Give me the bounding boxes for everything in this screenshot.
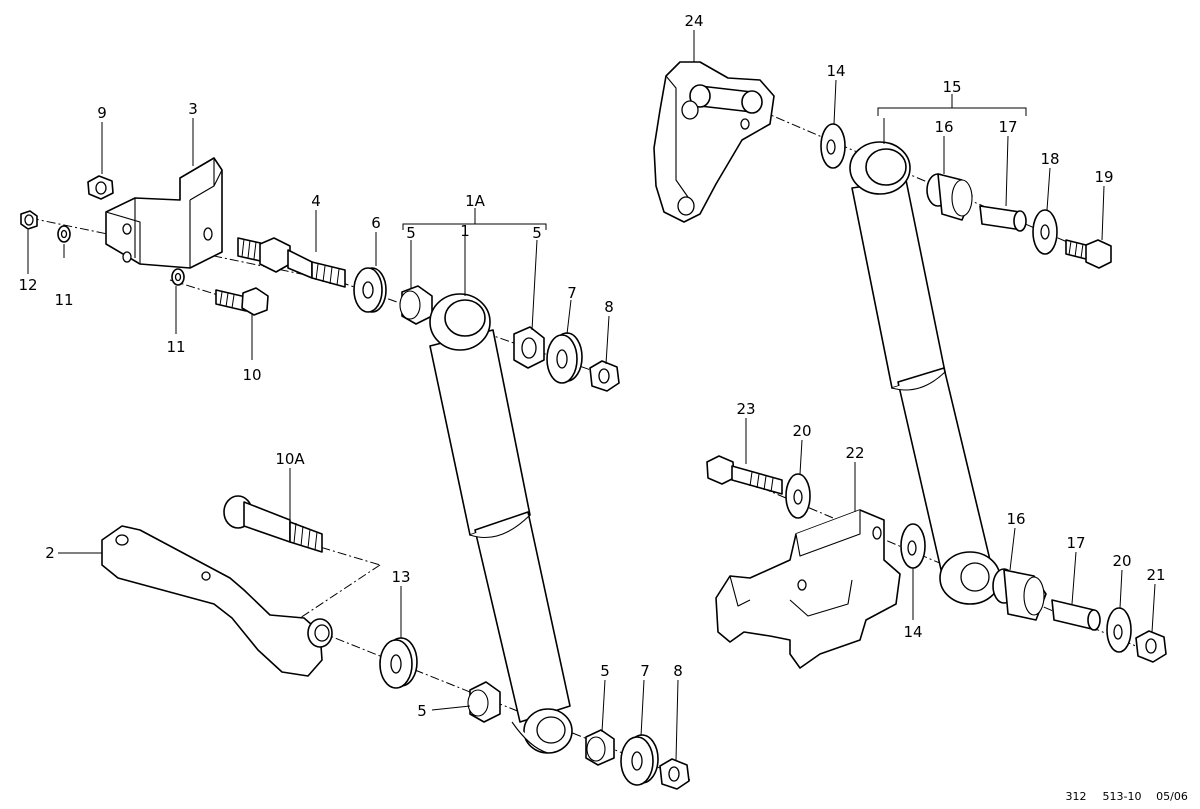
part-1-shock-absorber-left <box>429 293 573 754</box>
callout-24: 24 <box>684 12 703 30</box>
part-5-bush-lower-left <box>467 681 501 723</box>
part-16-bush-upper <box>926 173 973 221</box>
footer-date: 05/06 <box>1156 790 1188 803</box>
callout-4: 4 <box>311 192 321 210</box>
callout-20-upper: 20 <box>792 422 811 440</box>
callout-23: 23 <box>736 400 755 418</box>
callout-1A: 1A <box>465 192 486 210</box>
part-8-nut-upper <box>589 360 620 392</box>
callout-17-lower: 17 <box>1066 534 1085 552</box>
part-23-bolt <box>706 455 783 495</box>
part-20-washer-upper <box>785 473 811 519</box>
callout-16-lower: 16 <box>1006 510 1025 528</box>
callout-10A: 10A <box>275 450 305 468</box>
callout-8-lower: 8 <box>673 662 683 680</box>
callout-5-upper-left: 5 <box>406 224 416 242</box>
callout-5-upper-right: 5 <box>532 224 542 242</box>
callout-7-upper: 7 <box>567 284 577 302</box>
part-5-bush-lower-right <box>585 729 615 766</box>
leader-lines <box>27 30 1156 761</box>
part-9-nut <box>87 175 114 200</box>
callout-1: 1 <box>460 222 470 240</box>
part-19-bolt <box>1065 239 1112 269</box>
drawing-reference: 312 513-10 05/06 <box>1066 790 1188 803</box>
part-4-stud <box>237 237 346 288</box>
callout-8-upper: 8 <box>604 298 614 316</box>
footer-code-2: 513-10 <box>1103 790 1142 803</box>
callout-3: 3 <box>188 100 198 118</box>
part-13-washer <box>379 637 418 689</box>
part-21-nut <box>1135 630 1167 663</box>
callout-5-lower-left: 5 <box>417 702 427 720</box>
part-8-nut-lower <box>659 758 690 790</box>
part-16-bush-lower <box>992 568 1047 621</box>
part-24-bracket <box>653 61 775 223</box>
part-5-bush-upper-right <box>513 326 545 369</box>
callout-12: 12 <box>18 276 37 294</box>
callout-17-upper: 17 <box>998 118 1017 136</box>
part-20-washer-lower <box>1106 607 1132 653</box>
callout-6: 6 <box>371 214 381 232</box>
callout-10: 10 <box>242 366 261 384</box>
part-22-mounting-block <box>715 509 901 669</box>
callout-16-upper: 16 <box>934 118 953 136</box>
callout-19: 19 <box>1094 168 1113 186</box>
callout-7-lower: 7 <box>640 662 650 680</box>
part-shock-absorber-right <box>849 141 1001 605</box>
callout-11-middle: 11 <box>166 338 185 356</box>
part-14-washer-lower <box>900 523 926 569</box>
part-10-bolt <box>215 287 269 316</box>
part-14-washer-upper <box>820 123 846 169</box>
part-7-washer-upper <box>546 332 583 384</box>
callout-11-left: 11 <box>54 291 73 309</box>
part-11-washer-left <box>57 225 71 243</box>
part-17-sleeve-upper <box>979 205 1027 232</box>
part-2-lever-arm <box>101 525 333 677</box>
part-7-washer-lower <box>620 734 659 786</box>
part-11-washer-middle <box>171 268 185 286</box>
callout-20-lower: 20 <box>1112 552 1131 570</box>
part-6-washer <box>353 267 387 313</box>
callout-14-lower: 14 <box>903 623 922 641</box>
part-18-washer <box>1032 209 1058 255</box>
part-10A-bolt <box>223 495 323 553</box>
part-5-bush-upper-left <box>399 285 433 325</box>
callout-22: 22 <box>845 444 864 462</box>
callout-21: 21 <box>1146 566 1165 584</box>
callout-13: 13 <box>391 568 410 586</box>
part-3-bracket <box>105 157 223 269</box>
footer-code-1: 312 <box>1066 790 1087 803</box>
callout-labels: 1A 1 2 3 4 5 5 5 5 6 7 7 8 8 9 10 10A 11… <box>18 12 1165 720</box>
callout-15: 15 <box>942 78 961 96</box>
part-12-nut <box>20 210 38 230</box>
callout-18: 18 <box>1040 150 1059 168</box>
callout-9: 9 <box>97 104 107 122</box>
part-17-sleeve-lower <box>1051 599 1101 631</box>
callout-2: 2 <box>45 544 55 562</box>
callout-14-upper: 14 <box>826 62 845 80</box>
callout-5-lower-right: 5 <box>600 662 610 680</box>
